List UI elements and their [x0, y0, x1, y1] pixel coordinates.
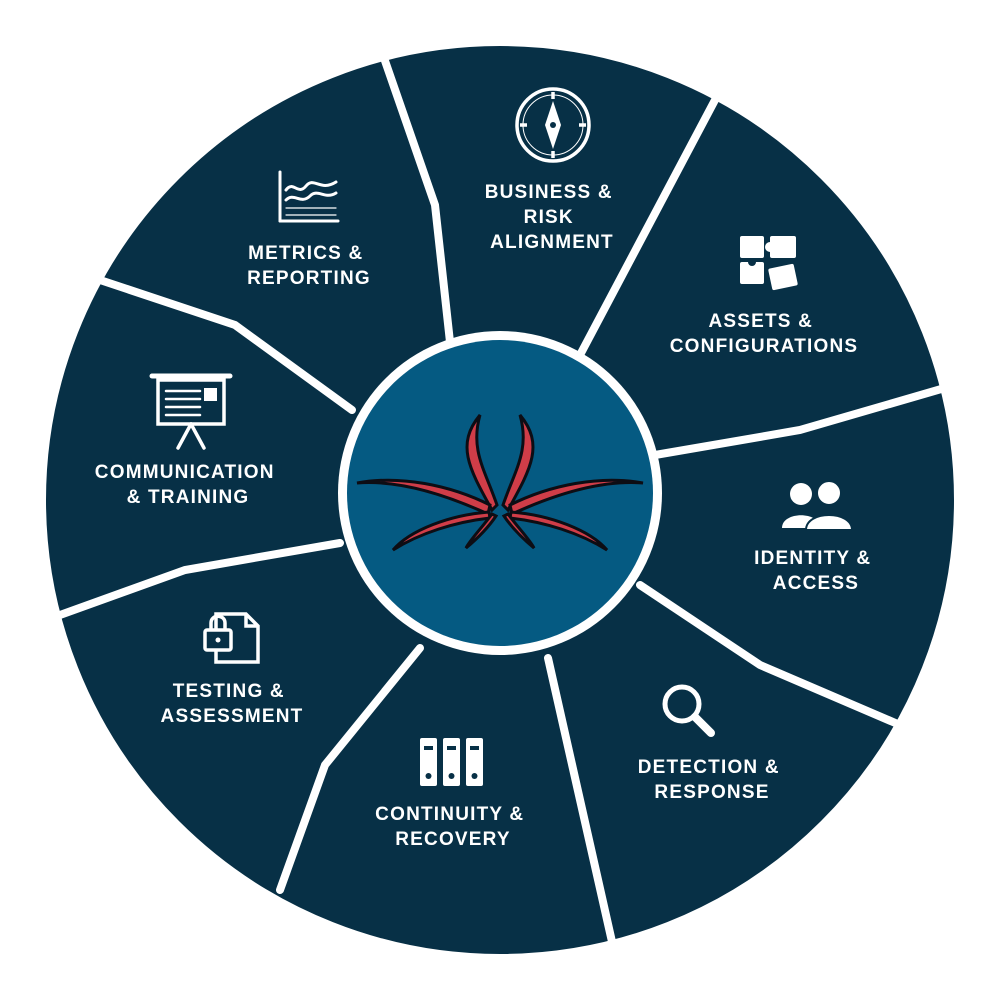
- presentation-board-icon: [149, 373, 233, 450]
- svg-text:ASSETS & CONFIGURATIONS: ASSETS & CONFIGURATIONS: [670, 311, 859, 357]
- label-testing-assessment-line1: TESTING &: [173, 681, 285, 702]
- svg-text:CONTINUITY & RECOVERY: CONTINUITY & RECOVERY: [375, 804, 531, 850]
- compass-icon: [515, 87, 591, 163]
- tentacle-logo-right: [501, 414, 644, 552]
- segment-detection-response: DETECTION & RESPONSE: [638, 684, 786, 803]
- label-identity-access-line1: IDENTITY &: [754, 548, 871, 569]
- label-detection-response-line1: DETECTION &: [638, 757, 780, 778]
- svg-text:TESTING & ASSESSMENT: TESTING & ASSESSMENT: [161, 681, 304, 727]
- line-chart-icon: [278, 170, 340, 223]
- label-metrics-reporting-line1: METRICS &: [248, 243, 363, 264]
- divider-business-assets: [576, 96, 719, 359]
- label-assets-configurations-line1: ASSETS &: [708, 311, 813, 332]
- users-icon: [782, 480, 854, 531]
- puzzle-icon: [740, 236, 798, 291]
- divider-detection-continuity: [544, 654, 619, 959]
- tentacle-logo-left: [356, 414, 499, 552]
- label-business-risk-alignment-line1: BUSINESS &: [485, 182, 613, 203]
- label-continuity-recovery-line2: RECOVERY: [395, 829, 511, 850]
- segment-business-risk-alignment: BUSINESS & RISK ALIGNMENT: [485, 87, 620, 253]
- segment-identity-access: IDENTITY & ACCESS: [754, 480, 878, 594]
- label-detection-response-line2: RESPONSE: [654, 782, 769, 803]
- hub-circle: [347, 340, 653, 646]
- divider-communication-metrics: [96, 276, 356, 414]
- label-metrics-reporting-line2: REPORTING: [247, 268, 371, 289]
- segment-continuity-recovery: CONTINUITY & RECOVERY: [375, 738, 531, 850]
- label-identity-access-line2: ACCESS: [773, 573, 859, 594]
- label-communication-training-line1: COMMUNICATION: [95, 462, 275, 483]
- svg-text:BUSINESS & RISK AL: BUSINESS & RISK ALIGNMENT: [485, 182, 620, 253]
- segment-dividers: [56, 51, 959, 959]
- label-testing-assessment-line2: ASSESSMENT: [161, 706, 304, 727]
- magnifier-icon: [662, 684, 715, 737]
- divider-identity-detection: [636, 581, 904, 729]
- segment-assets-configurations: ASSETS & CONFIGURATIONS: [670, 236, 859, 357]
- svg-text:COMMUNICATION & TRAINING: COMMUNICATION & TRAINING: [95, 462, 281, 508]
- svg-text:IDENTITY & ACCESS: IDENTITY & ACCESS: [754, 548, 878, 594]
- label-communication-training-line2: & TRAINING: [127, 487, 250, 508]
- svg-text:METRICS & REPORTING: METRICS & REPORTING: [247, 243, 371, 289]
- divider-continuity-testing: [276, 644, 424, 894]
- label-business-risk-alignment-line2: RISK: [524, 207, 574, 228]
- label-business-risk-alignment-line3: ALIGNMENT: [490, 232, 614, 253]
- tentacle-logo: [356, 414, 644, 552]
- divider-testing-communication: [56, 539, 344, 619]
- segment-testing-assessment: TESTING & ASSESSMENT: [161, 612, 304, 727]
- divider-assets-identity: [651, 381, 959, 459]
- segment-metrics-reporting: METRICS & REPORTING: [247, 170, 371, 289]
- segment-communication-training: COMMUNICATION & TRAINING: [95, 373, 281, 508]
- label-assets-configurations-line2: CONFIGURATIONS: [670, 336, 859, 357]
- svg-text:DETECTION & RESPONSE: DETECTION & RESPONSE: [638, 757, 786, 803]
- binders-icon: [420, 738, 483, 786]
- divider-metrics-business: [379, 51, 454, 346]
- locked-document-icon: [203, 612, 260, 664]
- label-continuity-recovery-line1: CONTINUITY &: [375, 804, 524, 825]
